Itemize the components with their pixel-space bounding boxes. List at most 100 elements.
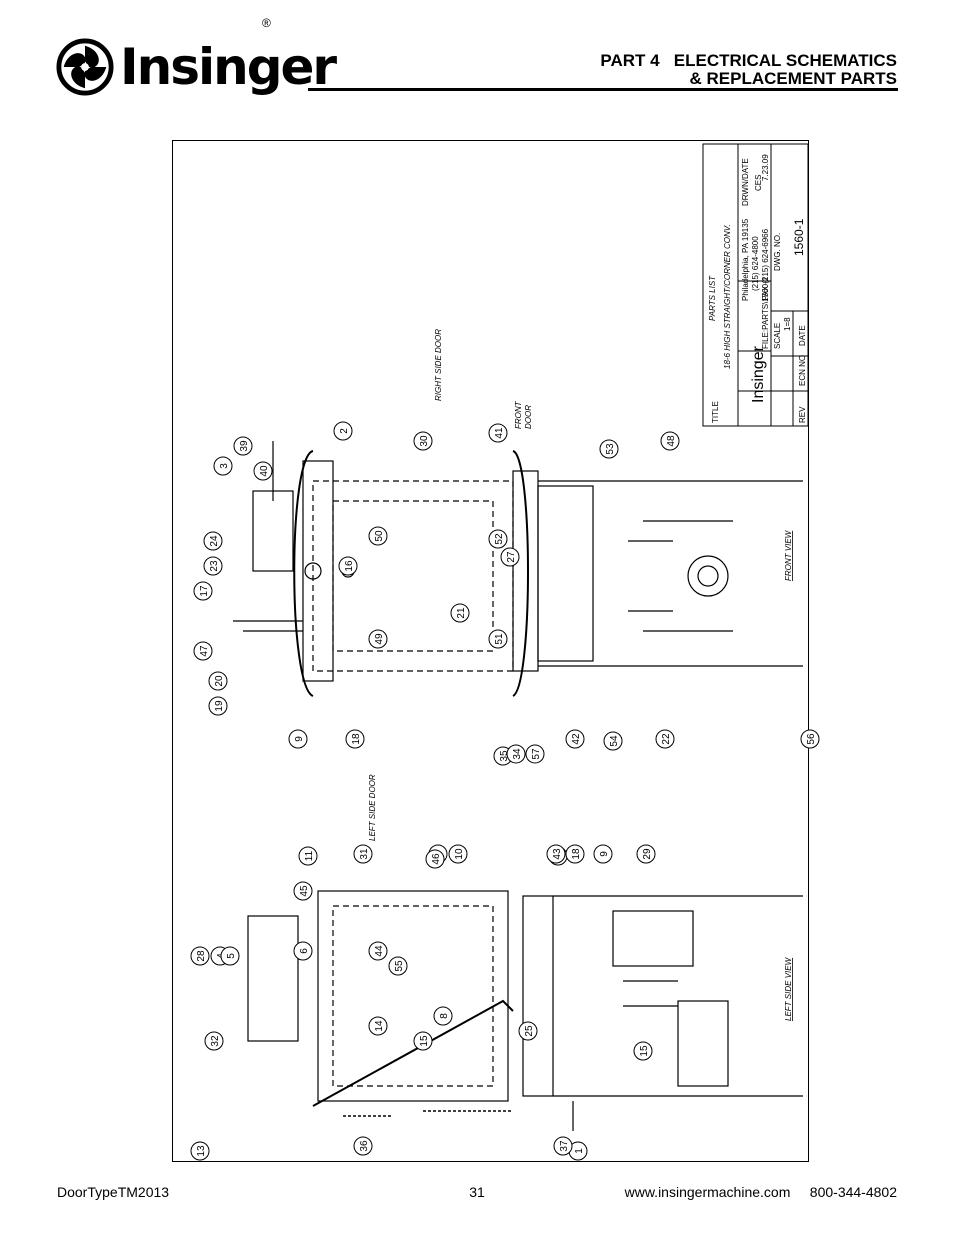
callout-56: 56 xyxy=(800,729,820,749)
svg-text:44: 44 xyxy=(374,945,385,957)
svg-text:37: 37 xyxy=(559,1140,570,1152)
svg-text:6: 6 xyxy=(299,948,310,954)
callout-39: 39 xyxy=(233,436,253,456)
callout-54: 54 xyxy=(603,731,623,751)
callout-42: 42 xyxy=(565,729,585,749)
svg-text:19: 19 xyxy=(214,700,225,712)
footer-page-number: 31 xyxy=(469,1184,485,1200)
label-front-door-2: DOOR xyxy=(524,405,533,429)
parts-drawing: TITLE PARTS LIST 18-6 HIGH STRAIGHT/CORN… xyxy=(172,140,820,1162)
svg-text:45: 45 xyxy=(299,885,310,897)
svg-text:3: 3 xyxy=(219,463,230,469)
page-header: Insinger ® PART 4 ELECTRICAL SCHEMATICS … xyxy=(0,0,954,120)
drawing-title-1: PARTS LIST xyxy=(708,275,717,321)
callout-15: 15 xyxy=(413,1031,433,1051)
callout-28: 28 xyxy=(190,946,210,966)
drwn-by: CES xyxy=(754,175,763,191)
svg-text:31: 31 xyxy=(359,848,370,860)
callout-34: 34 xyxy=(506,744,526,764)
svg-text:18: 18 xyxy=(571,848,582,860)
callout-40: 40 xyxy=(253,461,273,481)
svg-text:50: 50 xyxy=(374,530,385,542)
svg-text:9: 9 xyxy=(599,851,610,857)
svg-text:40: 40 xyxy=(259,465,270,477)
svg-text:52: 52 xyxy=(494,533,505,545)
address-3: FAX (215) 624-6966 xyxy=(761,228,770,301)
svg-text:5: 5 xyxy=(226,953,237,959)
label-left-side-door: LEFT SIDE DOOR xyxy=(368,774,377,841)
svg-text:43: 43 xyxy=(552,848,563,860)
svg-text:14: 14 xyxy=(374,1020,385,1032)
callout-50: 50 xyxy=(368,526,388,546)
address-1: Philadelphia, PA 19135 xyxy=(741,218,750,301)
callout-19: 19 xyxy=(208,696,228,716)
insinger-swirl-icon xyxy=(56,38,114,96)
svg-text:49: 49 xyxy=(374,633,385,645)
dwg-label: DWG. NO. xyxy=(773,233,782,271)
svg-text:41: 41 xyxy=(494,427,505,439)
svg-text:25: 25 xyxy=(524,1025,535,1037)
callout-11: 11 xyxy=(298,846,318,866)
callout-30: 30 xyxy=(413,431,433,451)
callout-9: 9 xyxy=(593,844,613,864)
callout-46: 46 xyxy=(425,849,445,869)
file-name: FILE:PARTS\1560-1 xyxy=(761,276,770,349)
callout-55: 55 xyxy=(388,956,408,976)
callout-53: 53 xyxy=(599,439,619,459)
svg-text:17: 17 xyxy=(199,585,210,597)
svg-text:9: 9 xyxy=(294,736,305,742)
callouts-side: 3171011454633431892928456445581415322515… xyxy=(190,844,656,1161)
svg-text:32: 32 xyxy=(210,1035,221,1047)
callout-37: 37 xyxy=(553,1136,573,1156)
callout-22: 22 xyxy=(655,729,675,749)
callout-57: 57 xyxy=(525,744,545,764)
dwg-number: 1560-1 xyxy=(792,218,806,256)
svg-text:56: 56 xyxy=(806,733,817,745)
callout-15: 15 xyxy=(633,1041,653,1061)
label-front-door-1: FRONT xyxy=(514,400,523,429)
scale-label: SCALE xyxy=(773,323,782,349)
callout-45: 45 xyxy=(293,881,313,901)
svg-text:15: 15 xyxy=(639,1045,650,1057)
svg-text:57: 57 xyxy=(531,748,542,760)
svg-text:8: 8 xyxy=(439,1013,450,1019)
drawing-title-2: 18-6 HIGH STRAIGHT/CORNER CONV. xyxy=(723,224,732,369)
footer-contact: www.insingermachine.com 800-344-4802 xyxy=(624,1184,897,1200)
svg-text:46: 46 xyxy=(431,853,442,865)
callout-47: 47 xyxy=(193,641,213,661)
svg-text:27: 27 xyxy=(506,551,517,563)
svg-text:48: 48 xyxy=(666,435,677,447)
svg-text:23: 23 xyxy=(209,560,220,572)
callout-10: 10 xyxy=(448,844,468,864)
callout-23: 23 xyxy=(203,556,223,576)
drwn-date: 7.23.09 xyxy=(761,154,770,181)
callout-5: 5 xyxy=(220,946,240,966)
callout-44: 44 xyxy=(368,941,388,961)
callout-2: 2 xyxy=(333,421,353,441)
callout-32: 32 xyxy=(204,1031,224,1051)
svg-text:10: 10 xyxy=(454,848,465,860)
callout-51: 51 xyxy=(488,629,508,649)
svg-text:13: 13 xyxy=(196,1145,207,1157)
callout-6: 6 xyxy=(293,941,313,961)
callout-29: 29 xyxy=(636,844,656,864)
rev-label: REV xyxy=(798,406,807,423)
svg-text:35: 35 xyxy=(499,750,510,762)
date-label: DATE xyxy=(798,325,807,346)
svg-text:51: 51 xyxy=(494,633,505,645)
callout-17: 17 xyxy=(193,581,213,601)
callout-31: 31 xyxy=(353,844,373,864)
callout-43: 43 xyxy=(546,844,566,864)
company-name: Insinger xyxy=(750,345,767,403)
title-label: TITLE xyxy=(711,401,720,423)
brand-name: Insinger xyxy=(120,38,337,96)
address-2: (215) 624-4800 xyxy=(751,236,760,291)
svg-text:54: 54 xyxy=(609,735,620,747)
svg-text:2: 2 xyxy=(339,428,350,434)
footer-doc-id: DoorTypeTM2013 xyxy=(57,1184,170,1200)
callout-49: 49 xyxy=(368,629,388,649)
svg-text:39: 39 xyxy=(239,440,250,452)
header-rule xyxy=(308,88,898,91)
svg-text:18: 18 xyxy=(351,733,362,745)
